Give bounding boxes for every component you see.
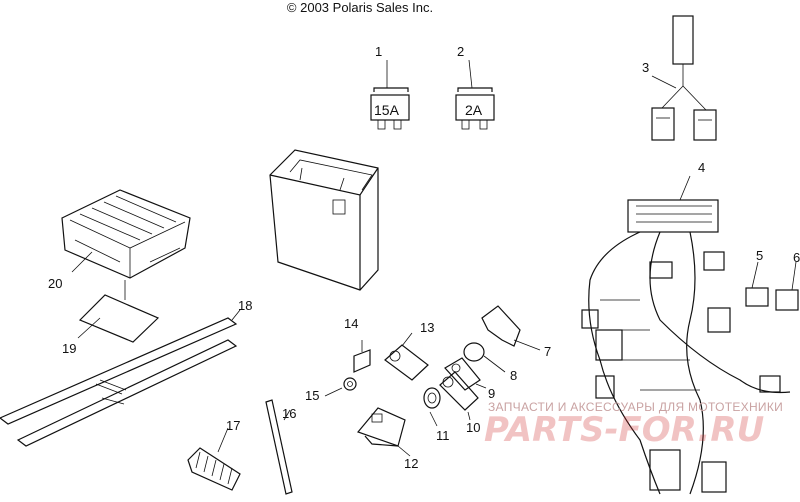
rod <box>265 399 293 495</box>
stud <box>353 340 371 373</box>
washer <box>423 387 441 427</box>
fuse-2a-label: 2A <box>465 102 483 118</box>
terminal-lug <box>444 357 487 391</box>
callout-18: 18 <box>238 298 252 313</box>
callout-6: 6 <box>793 250 800 265</box>
callout-16: 16 <box>282 406 296 421</box>
callout-11: 11 <box>436 428 450 443</box>
callout-2: 2 <box>457 44 464 59</box>
terminal-cover <box>481 305 541 351</box>
callout-10: 10 <box>466 420 480 435</box>
callout-3: 3 <box>642 60 649 75</box>
battery <box>269 149 379 291</box>
copyright-text: © 2003 Polaris Sales Inc. <box>286 0 434 15</box>
ring-terminal <box>384 332 429 381</box>
foam-pad <box>77 294 160 343</box>
control-module <box>61 189 191 300</box>
callout-4: 4 <box>698 160 705 175</box>
callout-17: 17 <box>226 418 240 433</box>
straps <box>0 309 241 447</box>
callout-9: 9 <box>488 386 495 401</box>
fuse-15a: 15A <box>370 60 410 130</box>
callout-labels: 1 2 3 4 5 6 7 8 9 10 11 12 13 14 15 16 1… <box>48 44 800 471</box>
fuse-2a: 2A <box>455 59 495 130</box>
callout-12: 12 <box>404 456 418 471</box>
fuse-15a-label: 15A <box>374 102 400 118</box>
watermark-subtitle: ЗАПЧАСТИ И АКСЕССУАРЫ ДЛЯ МОТОТЕХНИКИ <box>488 400 784 414</box>
terminal-ring <box>439 371 479 421</box>
callout-14: 14 <box>344 316 358 331</box>
callout-20: 20 <box>48 276 62 291</box>
callout-1: 1 <box>375 44 382 59</box>
harness-connector <box>651 15 717 141</box>
wiring-harness <box>581 175 799 495</box>
nut <box>324 377 357 397</box>
callout-19: 19 <box>62 341 76 356</box>
callout-15: 15 <box>305 388 319 403</box>
callout-7: 7 <box>544 344 551 359</box>
grip <box>187 427 241 491</box>
callout-5: 5 <box>756 248 763 263</box>
callout-13: 13 <box>420 320 434 335</box>
watermark-logo: PARTS-FOR.RU <box>484 410 765 450</box>
rubber-boot <box>463 342 506 373</box>
callout-8: 8 <box>510 368 517 383</box>
terminal-block <box>356 407 411 457</box>
